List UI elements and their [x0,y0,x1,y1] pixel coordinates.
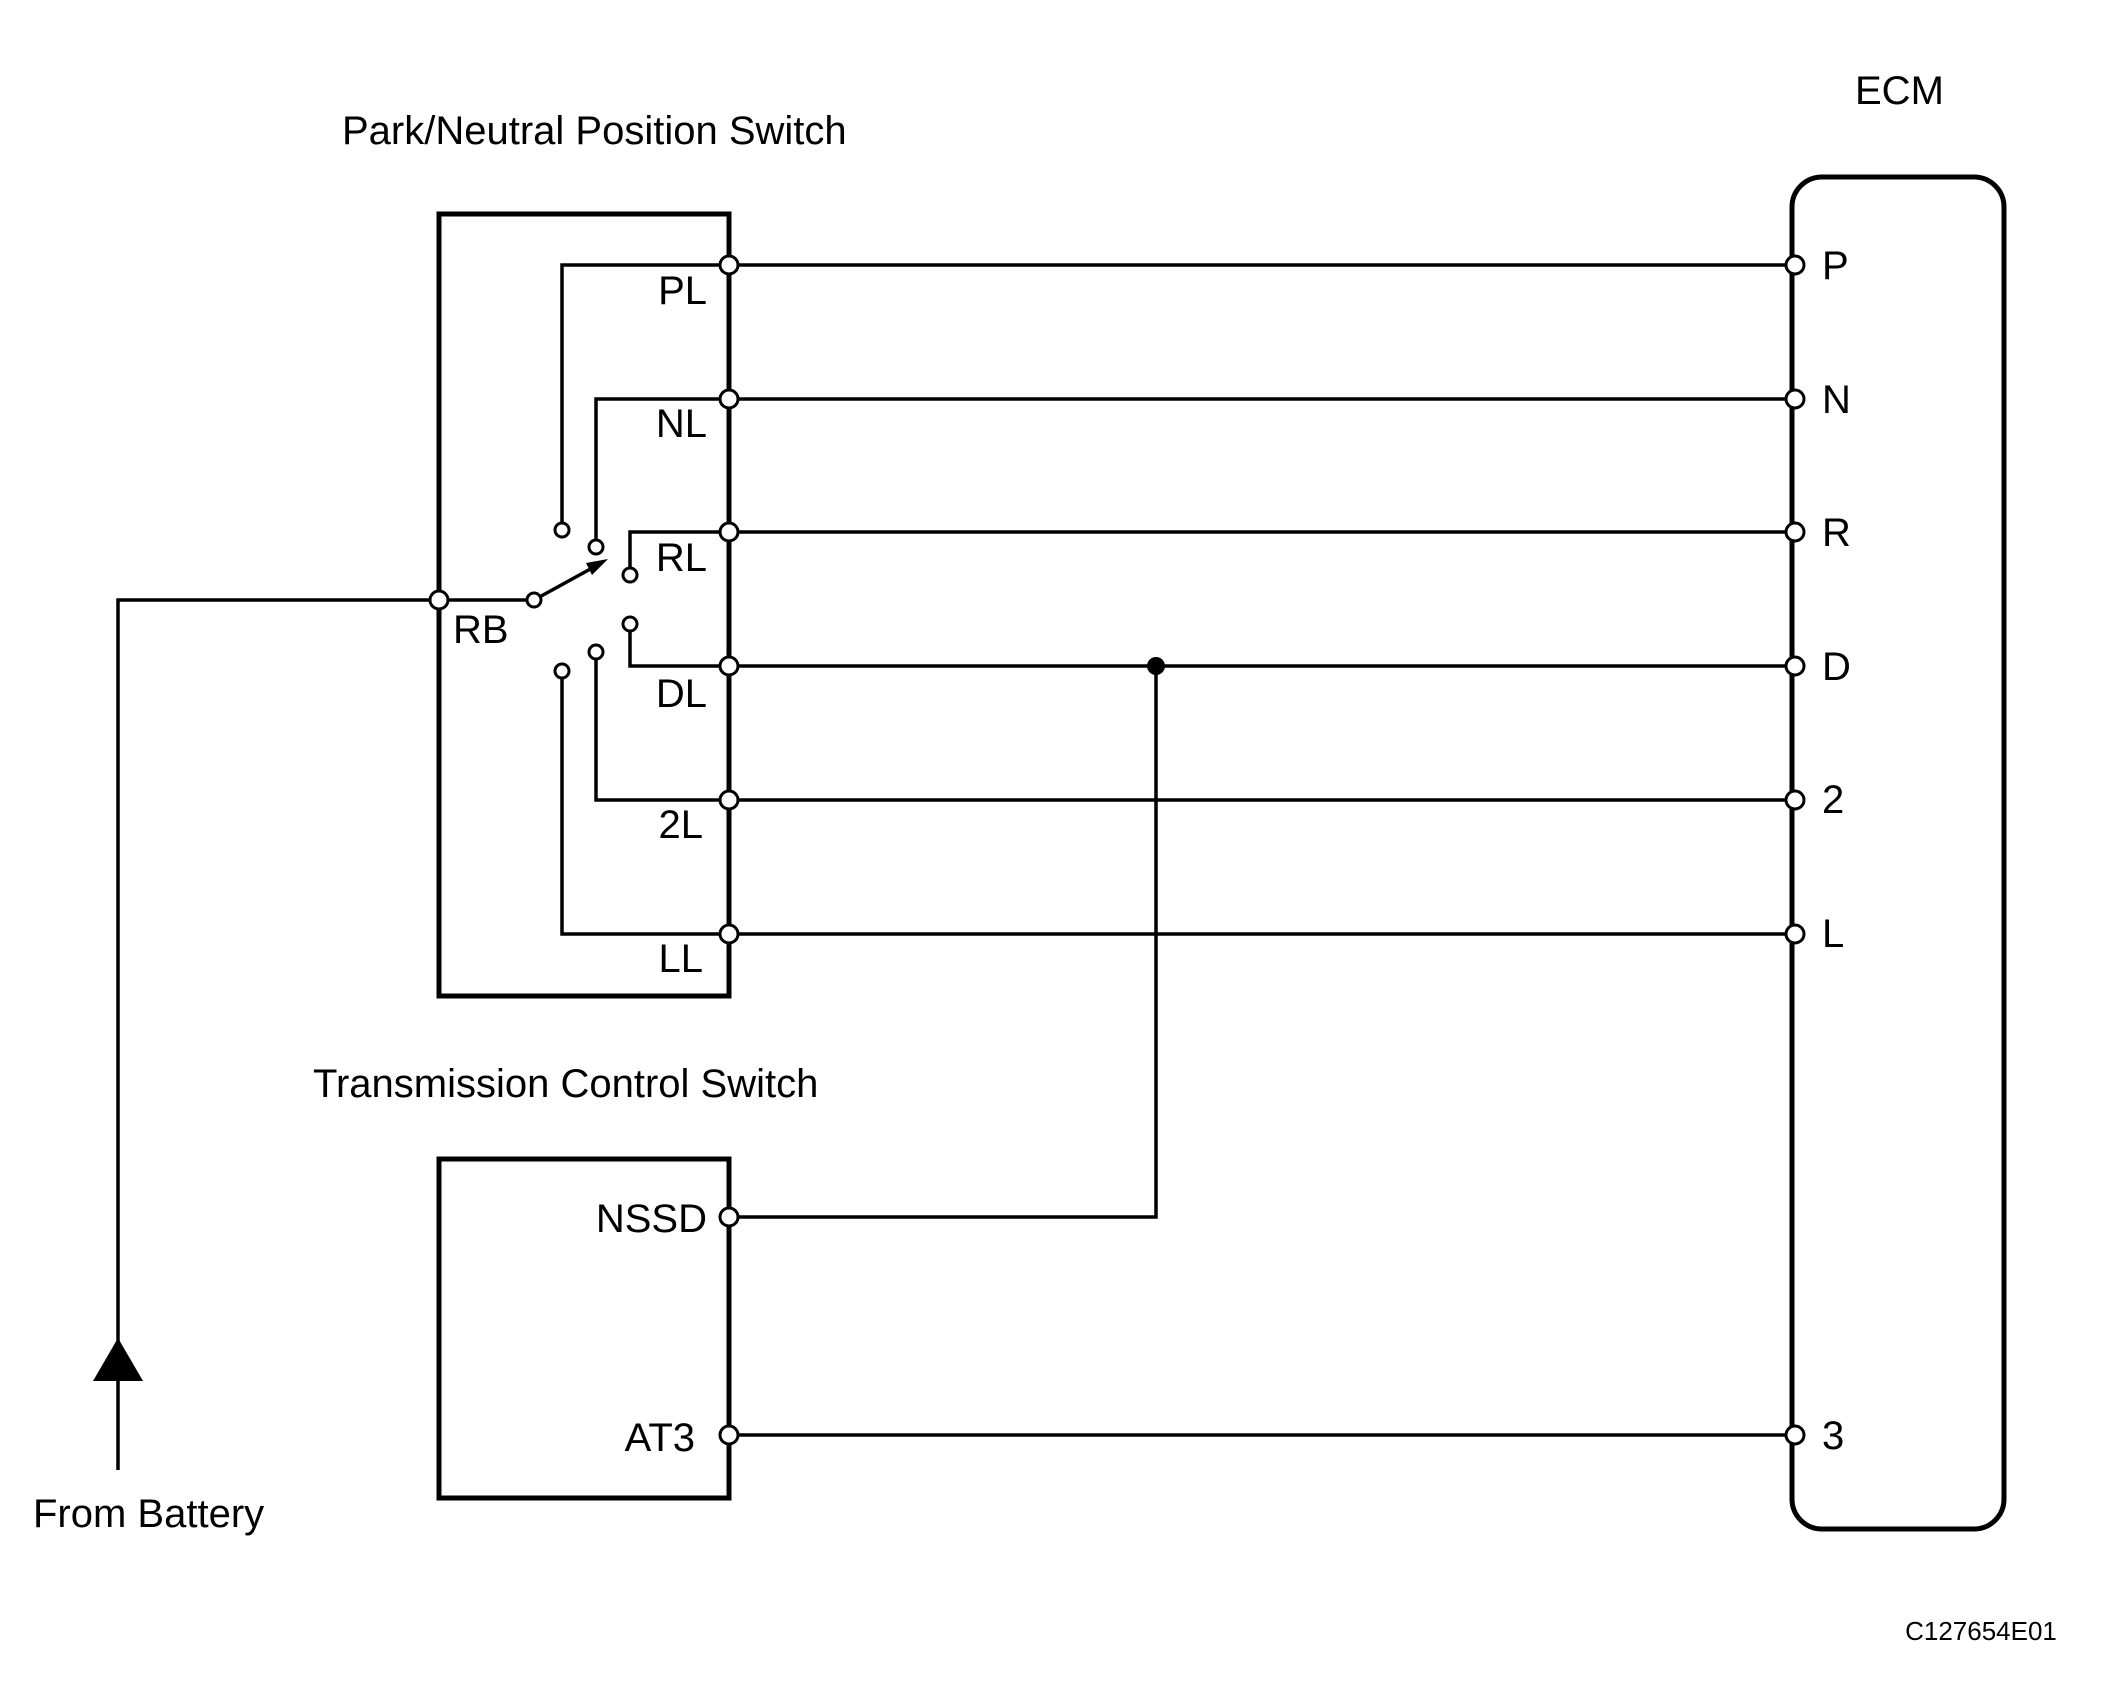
contact-2 [587,643,605,661]
contact-n [587,538,605,556]
park-neutral-switch-title: Park/Neutral Position Switch [342,109,847,153]
wire-nssd-to-d-junction [729,666,1158,1219]
pin-label-ll: LL [659,937,704,981]
junction-dot [1147,657,1165,675]
ecm-pin-label-2: 2 [1822,778,1844,822]
pin-label-at3: AT3 [625,1416,695,1460]
switch-pivot-contact [525,591,543,609]
terminal-ecm-l [1784,923,1806,945]
ecm-pin-label-l: L [1822,912,1844,956]
terminal-2l [718,789,740,811]
switch-blade [533,565,595,602]
ecm-pin-label-3: 3 [1822,1414,1844,1458]
terminal-ecm-p [1784,254,1806,276]
transmission-control-switch-box [436,1156,732,1501]
contact-d [621,615,639,633]
terminal-ecm-3 [1784,1424,1806,1446]
ecm-pin-label-r: R [1822,511,1851,555]
ecm-pin-label-n: N [1822,378,1851,422]
internal-wire-dl [628,631,726,668]
terminal-nssd [718,1206,740,1228]
pin-label-nl: NL [656,402,707,446]
figure-code: C127654E01 [1905,1616,2057,1646]
ecm-pin-label-d: D [1822,645,1851,689]
park-neutral-switch-box [436,211,732,999]
ecm-title: ECM [1855,69,1944,113]
terminal-at3 [718,1424,740,1446]
internal-wire-pl [560,263,726,527]
from-battery-label: From Battery [33,1492,264,1536]
ecm-box [1789,174,2007,1532]
terminal-rl [718,521,740,543]
internal-wire-nl [594,397,726,543]
terminal-ecm-2 [1784,789,1806,811]
transmission-control-switch-title: Transmission Control Switch [313,1062,818,1106]
pin-label-2l: 2L [659,803,704,847]
battery-arrow-icon [93,1338,143,1381]
pin-label-pl: PL [658,269,707,313]
pin-label-dl: DL [656,672,707,716]
internal-wire-2l [594,655,726,802]
terminal-nl [718,388,740,410]
switch-arrow-icon [586,559,608,575]
terminal-dl [718,655,740,677]
pin-label-nssd: NSSD [596,1197,707,1241]
ecm-pin-label-p: P [1822,244,1849,288]
internal-wire-rl [628,530,726,567]
wire-battery-to-rb [116,598,439,1470]
terminal-pl [718,254,740,276]
terminal-ecm-r [1784,521,1806,543]
pin-label-rl: RL [656,536,707,580]
terminal-ecm-n [1784,388,1806,410]
internal-wire-ll [560,671,726,936]
contact-p [553,521,571,539]
terminal-rb [428,589,450,611]
contact-r [621,566,639,584]
pin-label-rb: RB [453,608,509,652]
terminal-ll [718,923,740,945]
terminal-ecm-d [1784,655,1806,677]
contact-l [553,662,571,680]
